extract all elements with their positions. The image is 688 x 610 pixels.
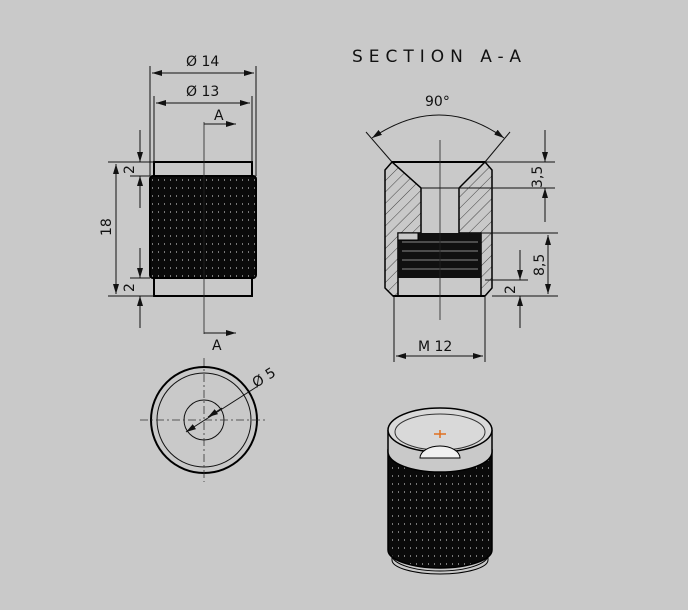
counterbore-depth-dim: 3,5 <box>530 166 546 188</box>
top-band-dim: 2 <box>122 165 138 174</box>
section-marker-top: A <box>214 108 224 124</box>
knurled-body <box>149 175 257 279</box>
section-marker-bottom: A <box>212 338 222 354</box>
section-view <box>365 114 558 362</box>
height-dim: 18 <box>99 218 115 236</box>
outer-diameter-dim: Ø 14 <box>186 54 219 70</box>
bottom-band-dim: 2 <box>122 283 138 292</box>
relief-dim: 2 <box>503 285 519 294</box>
angle-dim: 90° <box>425 94 450 110</box>
top-view <box>140 358 268 482</box>
thread-depth-dim: 8,5 <box>532 254 548 276</box>
front-view <box>108 66 257 336</box>
inner-diameter-dim: Ø 13 <box>186 84 219 100</box>
origin-marker-icon <box>434 430 446 438</box>
isometric-view <box>387 407 493 575</box>
thread-size-dim: M 12 <box>418 339 452 355</box>
hole-diameter-dim: Ø 5 <box>250 365 279 391</box>
section-title: SECTION A-A <box>352 47 527 67</box>
